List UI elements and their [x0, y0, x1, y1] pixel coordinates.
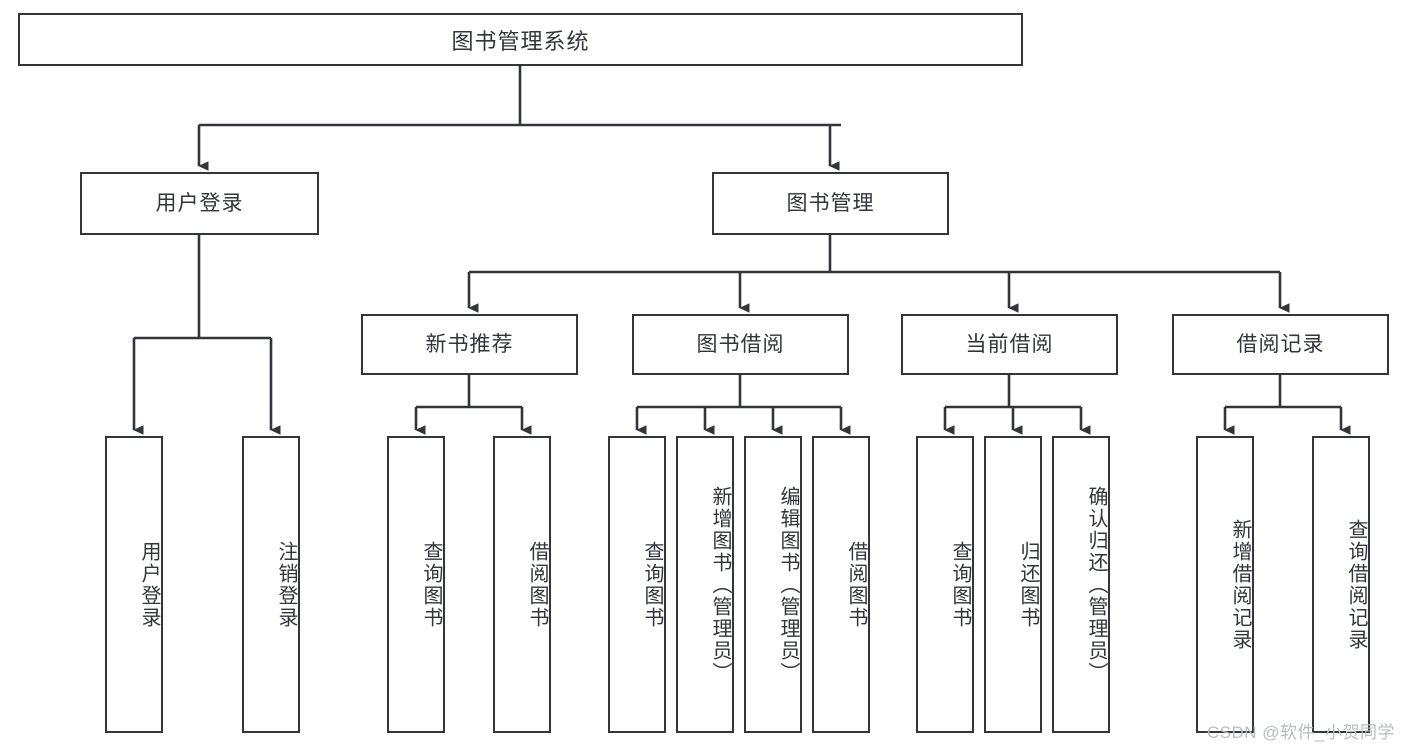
node-borrow-record-label: 借阅记录 — [1236, 332, 1325, 356]
leaf-label: 确认归还（管理员） — [1085, 485, 1107, 684]
leaf-borrow-record-query[interactable]: 查询借阅记录 — [1312, 436, 1370, 733]
node-user-login[interactable]: 用户登录 — [80, 172, 319, 235]
node-new-book-recommend[interactable]: 新书推荐 — [361, 314, 578, 375]
leaf-current-borrow-query[interactable]: 查询图书 — [916, 436, 974, 733]
node-current-borrow[interactable]: 当前借阅 — [901, 314, 1118, 375]
node-book-management[interactable]: 图书管理 — [712, 172, 949, 235]
leaf-label: 用户登录 — [138, 540, 160, 629]
leaf-book-borrow-add[interactable]: 新增图书（管理员） — [676, 436, 734, 733]
leaf-current-borrow-confirm-return[interactable]: 确认归还（管理员） — [1052, 436, 1110, 733]
node-root[interactable]: 图书管理系统 — [18, 13, 1023, 66]
leaf-borrow-record-add[interactable]: 新增借阅记录 — [1196, 436, 1254, 733]
leaf-label: 查询图书 — [420, 540, 442, 629]
node-book-borrow[interactable]: 图书借阅 — [632, 314, 849, 375]
node-current-borrow-label: 当前借阅 — [965, 332, 1054, 356]
leaf-book-borrow-edit[interactable]: 编辑图书（管理员） — [744, 436, 802, 733]
watermark: CSDN @软件_小贺同学 — [1206, 723, 1395, 742]
leaf-label: 注销登录 — [275, 540, 297, 629]
node-book-management-label: 图书管理 — [786, 191, 875, 215]
node-borrow-record[interactable]: 借阅记录 — [1172, 314, 1389, 375]
node-root-label: 图书管理系统 — [451, 28, 590, 54]
leaf-label: 编辑图书（管理员） — [777, 485, 799, 684]
leaf-user-login-login[interactable]: 用户登录 — [105, 436, 163, 733]
leaf-book-borrow-query[interactable]: 查询图书 — [608, 436, 666, 733]
leaf-label: 新增图书（管理员） — [709, 485, 731, 684]
leaf-label: 查询图书 — [949, 540, 971, 629]
leaf-label: 新增借阅记录 — [1229, 518, 1251, 651]
leaf-current-borrow-return[interactable]: 归还图书 — [984, 436, 1042, 733]
node-user-login-label: 用户登录 — [155, 191, 244, 215]
leaf-new-book-query[interactable]: 查询图书 — [387, 436, 445, 733]
leaf-label: 借阅图书 — [526, 540, 548, 629]
leaf-book-borrow-borrow[interactable]: 借阅图书 — [812, 436, 870, 733]
node-book-borrow-label: 图书借阅 — [696, 332, 785, 356]
leaf-label: 归还图书 — [1017, 540, 1039, 629]
leaf-label: 查询图书 — [641, 540, 663, 629]
leaf-label: 查询借阅记录 — [1345, 518, 1367, 651]
leaf-user-login-logout[interactable]: 注销登录 — [242, 436, 300, 733]
node-new-book-recommend-label: 新书推荐 — [425, 332, 514, 356]
leaf-new-book-borrow[interactable]: 借阅图书 — [493, 436, 551, 733]
leaf-label: 借阅图书 — [845, 540, 867, 629]
